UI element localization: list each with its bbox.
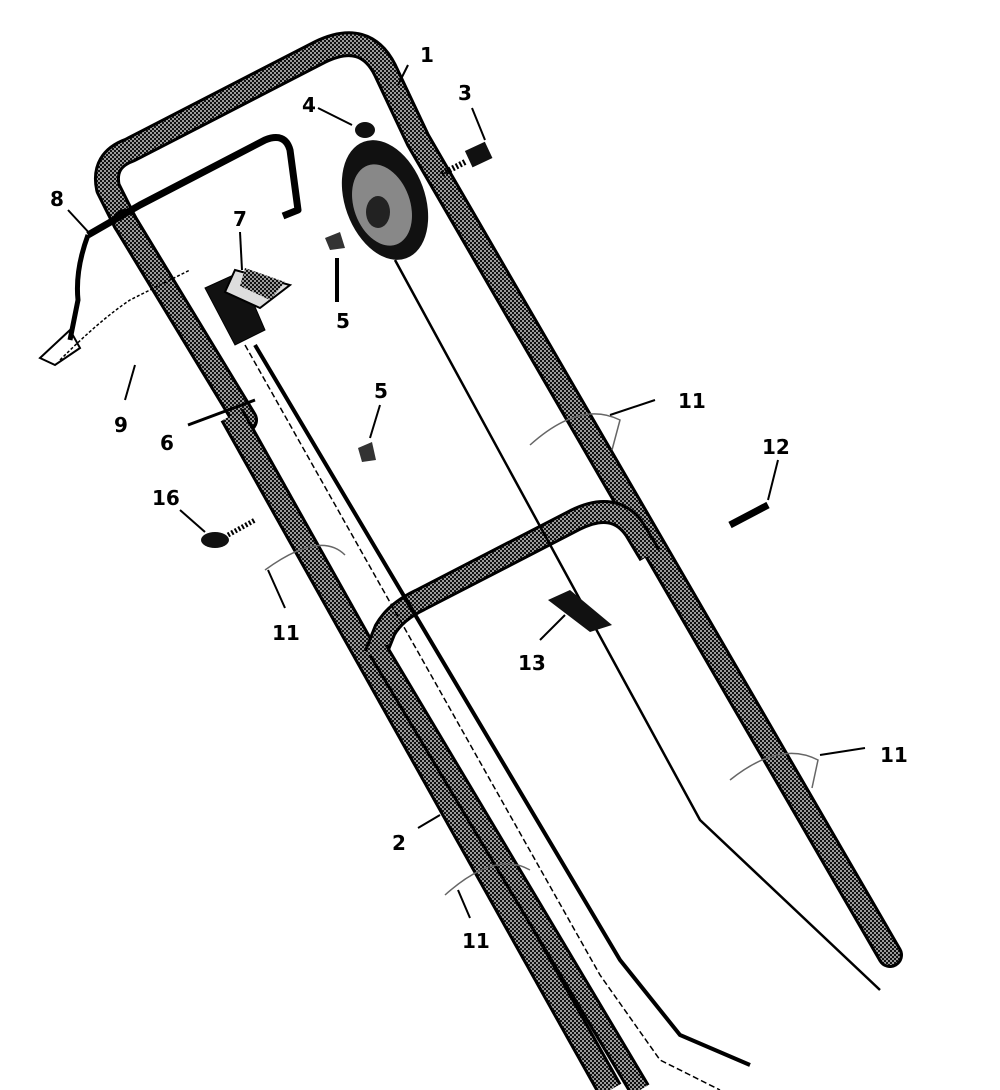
throttle-control [341, 122, 429, 260]
callout-4: 4 [302, 93, 316, 117]
lower-handle-bridge [363, 500, 661, 660]
control-housing [204, 268, 293, 346]
callout-11-left: 11 [272, 621, 300, 645]
leader-7 [239, 231, 243, 271]
callout-5-lower: 5 [374, 379, 388, 403]
cable-clip-lower [358, 442, 376, 462]
callout-7: 7 [233, 207, 247, 231]
leader-11d [457, 889, 471, 919]
callout-2: 2 [392, 831, 406, 855]
callout-11-right: 11 [880, 743, 908, 767]
bolt [438, 141, 493, 178]
callout-5-upper: 5 [336, 309, 350, 333]
callout-9: 9 [114, 413, 128, 437]
callout-13: 13 [518, 651, 546, 675]
leader-4 [317, 107, 353, 126]
handle-bolt [728, 501, 770, 529]
throttle-cable [393, 259, 881, 991]
leader-3 [471, 107, 486, 141]
leader-16 [179, 509, 206, 533]
handle-knob [548, 590, 612, 632]
leader-13 [539, 614, 566, 641]
leader-9 [124, 364, 136, 401]
leader-8 [67, 209, 93, 237]
cable-clip-upper [325, 232, 345, 250]
leader-1 [397, 64, 409, 86]
leader-6 [187, 398, 256, 427]
callout-3: 3 [458, 81, 472, 105]
cable-tie-left [264, 544, 346, 571]
leader-11c [819, 747, 866, 756]
cable-tie-lower [444, 863, 531, 896]
leader-5b [369, 404, 381, 439]
callout-8: 8 [50, 187, 64, 211]
upper-handle-tube [94, 31, 903, 968]
leader-11a [609, 399, 656, 416]
control-cable [253, 343, 751, 1067]
leader-11b [267, 569, 286, 609]
cable-tie-right [729, 752, 819, 789]
callout-11-upper: 11 [678, 389, 706, 413]
wing-nut [201, 517, 257, 548]
cable-tie-upper [529, 413, 621, 451]
callout-11-lower: 11 [462, 929, 490, 953]
leader-2 [417, 814, 441, 829]
leader-12 [767, 459, 779, 501]
spring-wire [59, 269, 191, 361]
callout-1: 1 [420, 43, 434, 67]
callout-12: 12 [762, 435, 790, 459]
callout-16: 16 [152, 486, 180, 510]
callout-6: 6 [160, 431, 174, 455]
control-bail [86, 134, 302, 239]
